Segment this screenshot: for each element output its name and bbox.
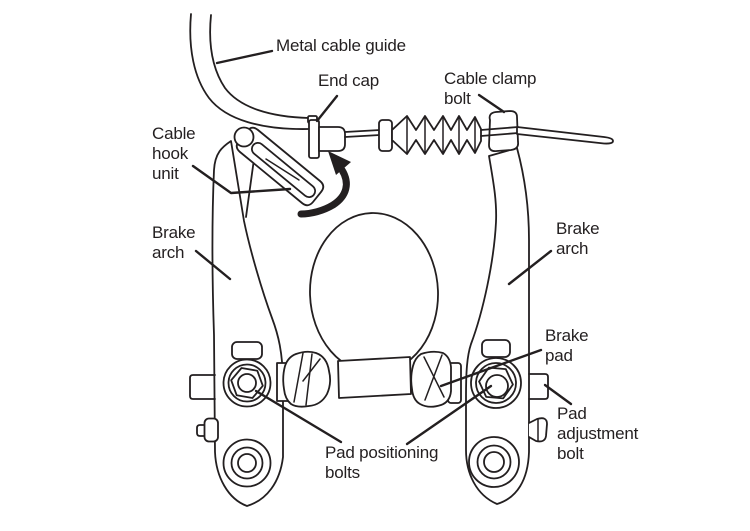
label-pad-positioning-bolts: Pad positioning bolts [325, 443, 439, 482]
left-bolt-tab [231, 341, 263, 360]
inner-cable [344, 129, 381, 138]
left-pad-positioning-bolt [222, 358, 272, 408]
pad-adjustment-bolt-shape [528, 373, 549, 443]
leader-pad-adjustment-bolt [543, 383, 573, 406]
label-brake-arch-right: Brake arch [556, 219, 600, 258]
label-cable-hook-unit: Cable hook unit [152, 124, 196, 183]
brake-cable-housing [189, 13, 310, 130]
label-brake-arch-left: Brake arch [152, 223, 196, 262]
leader-metal-cable-guide [215, 49, 274, 65]
end-cap-shape [307, 115, 346, 159]
leader-lines [191, 49, 573, 446]
right-pivot-bolt [468, 436, 520, 488]
leader-pad-positioning-right [405, 384, 493, 446]
rubber-boot-bellows [378, 115, 482, 155]
cable-hook-unit-shape [233, 126, 325, 207]
cable-free-end [516, 126, 614, 145]
tire [309, 212, 439, 374]
wheel-rim [337, 356, 412, 399]
frame-boss-left [189, 374, 219, 443]
label-pad-adjustment-bolt: Pad adjustment bolt [557, 404, 639, 463]
label-metal-cable-guide: Metal cable guide [276, 36, 406, 55]
leader-brake-arch-left [194, 249, 232, 281]
right-brake-pad [410, 350, 462, 408]
rotation-arrow [297, 151, 351, 218]
leader-pad-positioning-left [254, 389, 343, 444]
label-brake-pad: Brake pad [545, 326, 589, 365]
left-brake-pad [276, 350, 332, 408]
leader-brake-pad [439, 348, 543, 388]
label-cable-clamp-bolt: Cable clamp bolt [444, 69, 537, 108]
leader-cable-clamp-bolt [477, 93, 506, 114]
leader-brake-arch-right [507, 249, 553, 286]
cable-clamp-bolt-shape [480, 110, 520, 153]
right-brake-arm [465, 147, 530, 505]
leader-end-cap [315, 94, 339, 123]
label-end-cap: End cap [318, 71, 379, 90]
left-pivot-bolt [222, 438, 272, 488]
left-brake-arm [211, 140, 284, 507]
right-bolt-tab [481, 339, 511, 358]
leader-cable-hook-unit [191, 164, 292, 195]
